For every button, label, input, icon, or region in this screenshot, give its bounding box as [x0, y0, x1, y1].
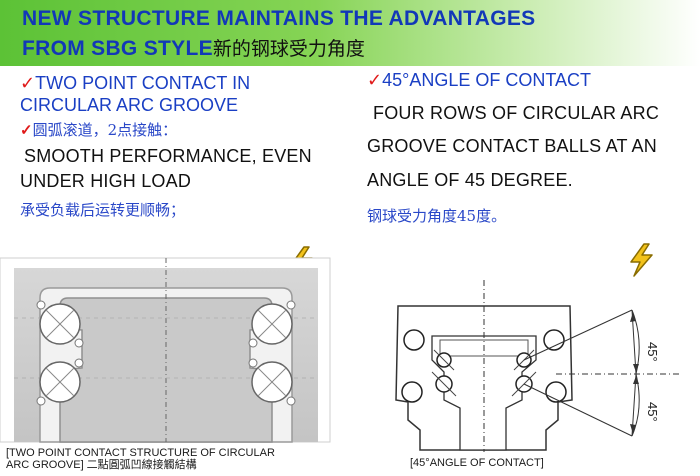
left-title-line1: ✓TWO POINT CONTACT IN: [20, 73, 250, 94]
left-caption-line2: ARC GROOVE] 二點圓弧凹線接觸結構: [6, 459, 197, 471]
left-title-cn: ✓圆弧滚道，2点接触：: [20, 119, 177, 140]
angle-label-bottom: 45°: [645, 402, 660, 422]
angle-label-top: 45°: [645, 342, 660, 362]
angle-of-contact-diagram: 45° 45°: [395, 280, 682, 452]
left-title-text1: TWO POINT CONTACT IN: [35, 73, 251, 93]
check-icon: ✓: [367, 70, 383, 90]
left-desc-cn: 承受负载后运转更顺畅；: [20, 201, 186, 219]
right-desc-line1: FOUR ROWS OF CIRCULAR ARC: [373, 103, 660, 123]
header-title-line2: FROM SBG STYLE新的钢球受力角度: [22, 34, 365, 61]
two-point-contact-diagram: [0, 257, 331, 443]
left-desc-line2: UNDER HIGH LOAD: [20, 171, 192, 191]
check-icon: ✓: [20, 73, 36, 93]
right-caption: [45°ANGLE OF CONTACT]: [410, 457, 544, 469]
left-caption-line1: [TWO POINT CONTACT STRUCTURE OF CIRCULAR: [6, 447, 275, 459]
right-title-text: 45°ANGLE OF CONTACT: [382, 70, 591, 90]
header-banner: NEW STRUCTURE MAINTAINS THE ADVANTAGES F…: [0, 0, 700, 66]
header-title-line1: NEW STRUCTURE MAINTAINS THE ADVANTAGES: [22, 7, 536, 30]
right-desc-line2: GROOVE CONTACT BALLS AT AN: [367, 136, 657, 156]
header-title-cn: 新的钢球受力角度: [212, 39, 365, 60]
left-caption: [TWO POINT CONTACT STRUCTURE OF CIRCULAR…: [6, 447, 275, 471]
right-desc-cn: 钢球受力角度45度。: [367, 207, 507, 225]
right-title: ✓45°ANGLE OF CONTACT: [367, 70, 591, 91]
right-desc-line3: ANGLE OF 45 DEGREE.: [367, 170, 573, 190]
left-title-cn-text: 圆弧滚道，2点接触：: [32, 121, 178, 139]
left-title-line2: CIRCULAR ARC GROOVE: [20, 95, 239, 115]
left-desc-line1: SMOOTH PERFORMANCE, EVEN: [24, 146, 312, 166]
header-title-en: FROM SBG STYLE: [22, 37, 213, 60]
lightning-icon: [630, 243, 653, 277]
check-icon: ✓: [20, 121, 33, 139]
